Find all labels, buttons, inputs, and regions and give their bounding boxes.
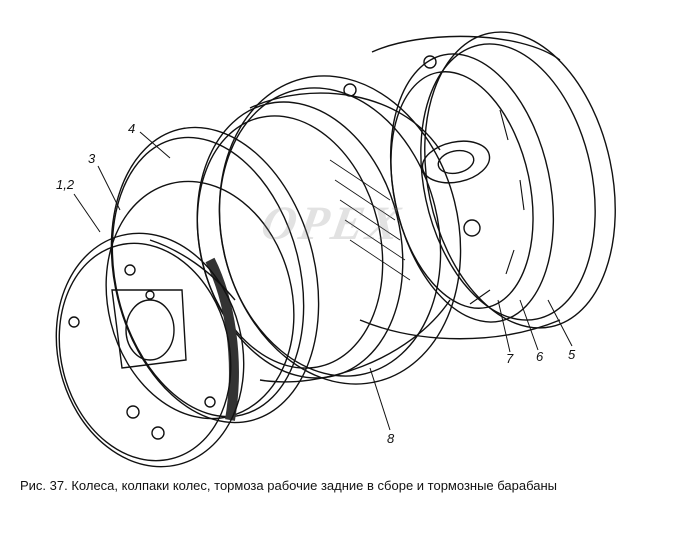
- figure-caption: Рис. 37. Колеса, колпаки колес, тормоза …: [20, 478, 558, 493]
- callout-8: 8: [387, 431, 395, 446]
- wheel-slots: [469, 109, 525, 305]
- seal-ring: [110, 126, 320, 424]
- brake-backing-plate: [55, 232, 245, 468]
- exploded-assembly-drawing: [55, 31, 616, 468]
- callout-7: 7: [506, 351, 514, 366]
- watermark-logo: ОРЕХ: [257, 197, 407, 250]
- callout-4: 4: [128, 121, 136, 136]
- callout-1-2: 1,2: [56, 177, 75, 192]
- leader-lines: [73, 131, 573, 431]
- brake-shoes: [105, 180, 295, 421]
- wheel-rim: [359, 31, 616, 340]
- callout-6: 6: [536, 349, 544, 364]
- callout-5: 5: [568, 347, 576, 362]
- callout-3: 3: [88, 151, 96, 166]
